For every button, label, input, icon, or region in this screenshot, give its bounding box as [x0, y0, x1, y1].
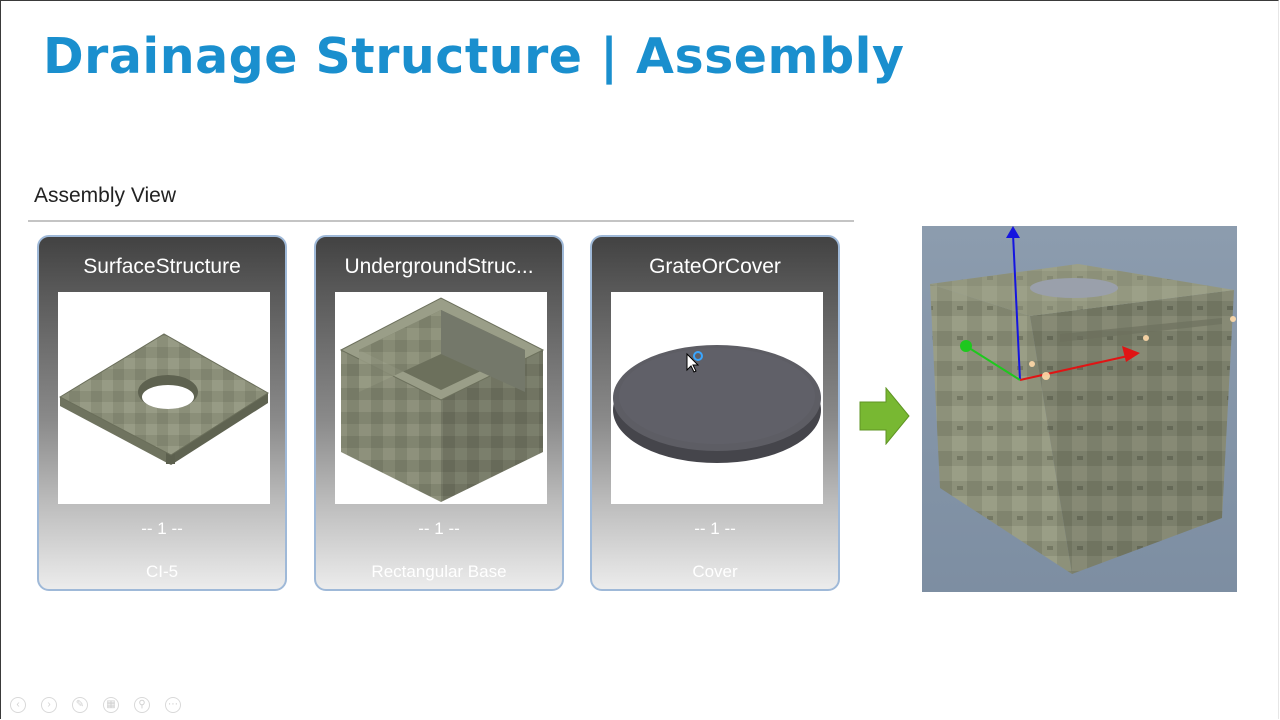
round-cover-icon: [611, 292, 823, 504]
card-quantity: -- 1 --: [141, 519, 183, 538]
rectangular-box-icon: [335, 292, 547, 504]
card-part-name: CI-5: [145, 562, 179, 581]
surface-slab-icon: [58, 292, 270, 504]
pen-icon[interactable]: ✎: [72, 697, 88, 713]
next-icon[interactable]: ›: [41, 697, 57, 713]
card-title: UndergroundStruc...: [344, 255, 534, 278]
right-arrow-icon: [859, 386, 911, 446]
card-quantity: -- 1 --: [418, 519, 460, 538]
card-underground-structure[interactable]: UndergroundStruc... -- 1 -: [314, 235, 564, 591]
assembly-3d-viewport[interactable]: [922, 226, 1237, 592]
card-grate-or-cover[interactable]: GrateOrCover -- 1 -- Cover: [590, 235, 840, 591]
zoom-icon[interactable]: ⚲: [134, 697, 150, 713]
slide-title: Drainage Structure | Assembly: [43, 28, 905, 85]
card-part-name: Cover: [692, 562, 738, 581]
card-title: SurfaceStructure: [83, 255, 241, 278]
slides-icon[interactable]: ▦: [103, 697, 119, 713]
section-divider: [28, 220, 854, 222]
previous-icon[interactable]: ‹: [10, 697, 26, 713]
more-icon[interactable]: ⋯: [165, 697, 181, 713]
card-surface-structure[interactable]: SurfaceStructure -- 1 -- CI-5: [37, 235, 287, 591]
assembled-structure-icon: [930, 226, 1236, 574]
card-part-name: Rectangular Base: [371, 562, 507, 581]
section-label: Assembly View: [34, 184, 176, 207]
card-title: GrateOrCover: [649, 255, 781, 278]
presentation-toolbar: ‹ › ✎ ▦ ⚲ ⋯: [10, 697, 181, 713]
busy-cursor-icon: [693, 351, 703, 361]
card-quantity: -- 1 --: [694, 519, 736, 538]
mouse-pointer-icon: [686, 352, 700, 373]
